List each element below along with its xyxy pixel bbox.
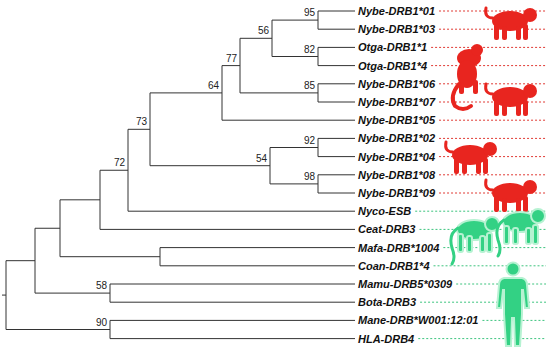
tree-branch [60,256,160,257]
tree-branch [100,229,355,230]
leader-dash [431,47,546,48]
tree-branch [318,65,355,66]
taxon-label: Nybe-DRB1*07 [358,95,435,109]
tree-branch [318,11,355,12]
bootstrap-value: 64 [208,80,219,92]
tree-branch [150,92,222,93]
taxon-label: Otga-DRB1*4 [358,59,427,73]
tree-branch [2,295,6,296]
tree-branch [318,102,355,103]
bootstrap-value: 54 [256,153,267,165]
tree-branch [272,56,318,57]
bootstrap-value: 77 [226,53,237,65]
leader-dash [439,29,546,30]
taxon-label: Otga-DRB1*1 [358,40,427,54]
taxon-label: Nybe-DRB1*05 [358,113,435,127]
taxon-label: HLA-DRB4 [358,332,414,346]
tree-branch [128,211,355,212]
tree-branch [222,120,355,121]
tree-branch [318,83,355,84]
taxon-label: Nybe-DRB1*01 [358,4,435,18]
bootstrap-value: 73 [136,116,147,128]
tree-branch [240,92,318,93]
leader-dash [439,138,546,139]
leader-dash [434,265,546,266]
tree-branch [222,65,240,66]
taxon-label: Nybe-DRB1*06 [358,77,435,91]
tree-branch [6,329,110,330]
bootstrap-value: 82 [304,44,315,56]
tree-branch [270,183,318,184]
taxon-label: Nybe-DRB1*02 [358,131,435,145]
bootstrap-value: 95 [304,7,315,19]
tree-branch [318,138,355,139]
leader-dash [439,174,546,175]
bootstrap-value: 72 [114,157,125,169]
bootstrap-value: 56 [258,25,269,37]
tree-branch [318,47,355,48]
tree-branch [110,338,355,339]
tree-branch [6,260,35,261]
tree-branch [60,199,100,200]
tree-branch [100,170,128,171]
tree-branch [270,147,318,148]
taxon-label: Nybe-DRB1*03 [358,22,435,36]
bootstrap-value: 58 [96,280,107,292]
taxon-label: Mamu-DRB5*0309 [358,277,452,291]
bootstrap-value: 90 [96,317,107,329]
tree-branch [110,320,355,321]
taxon-label: Nyco-ESB [358,204,411,218]
taxon-label: Mafa-DRB*1004 [358,241,439,255]
tree-branch [128,129,150,130]
tree-branch [150,165,270,166]
tree-branch [318,174,355,175]
tree-branch [110,284,355,285]
bootstrap-value: 85 [304,80,315,92]
leader-dash [418,338,546,339]
taxon-label: Nybe-DRB1*09 [358,186,435,200]
leader-dash [439,120,546,121]
bootstrap-value: 92 [304,135,315,147]
tree-branch [272,20,318,21]
tree-branch [35,228,60,229]
tree-branch [240,38,272,39]
leader-dash [431,65,546,66]
tree-branch [318,156,355,157]
tree-branch [160,247,355,248]
tree-branch [35,293,110,294]
taxon-label: Nybe-DRB1*04 [358,150,435,164]
tree-branch [318,29,355,30]
taxon-label: Ceat-DRB3 [358,222,415,236]
bootstrap-value: 98 [304,171,315,183]
taxon-label: Coan-DRB1*4 [358,259,430,273]
tree-branch [318,193,355,194]
tree-branch [160,265,355,266]
taxon-label: Nybe-DRB1*08 [358,168,435,182]
tree-branch [110,302,355,303]
taxon-label: Bota-DRB3 [358,295,416,309]
taxon-label: Mane-DRB*W001:12:01 [358,313,478,327]
